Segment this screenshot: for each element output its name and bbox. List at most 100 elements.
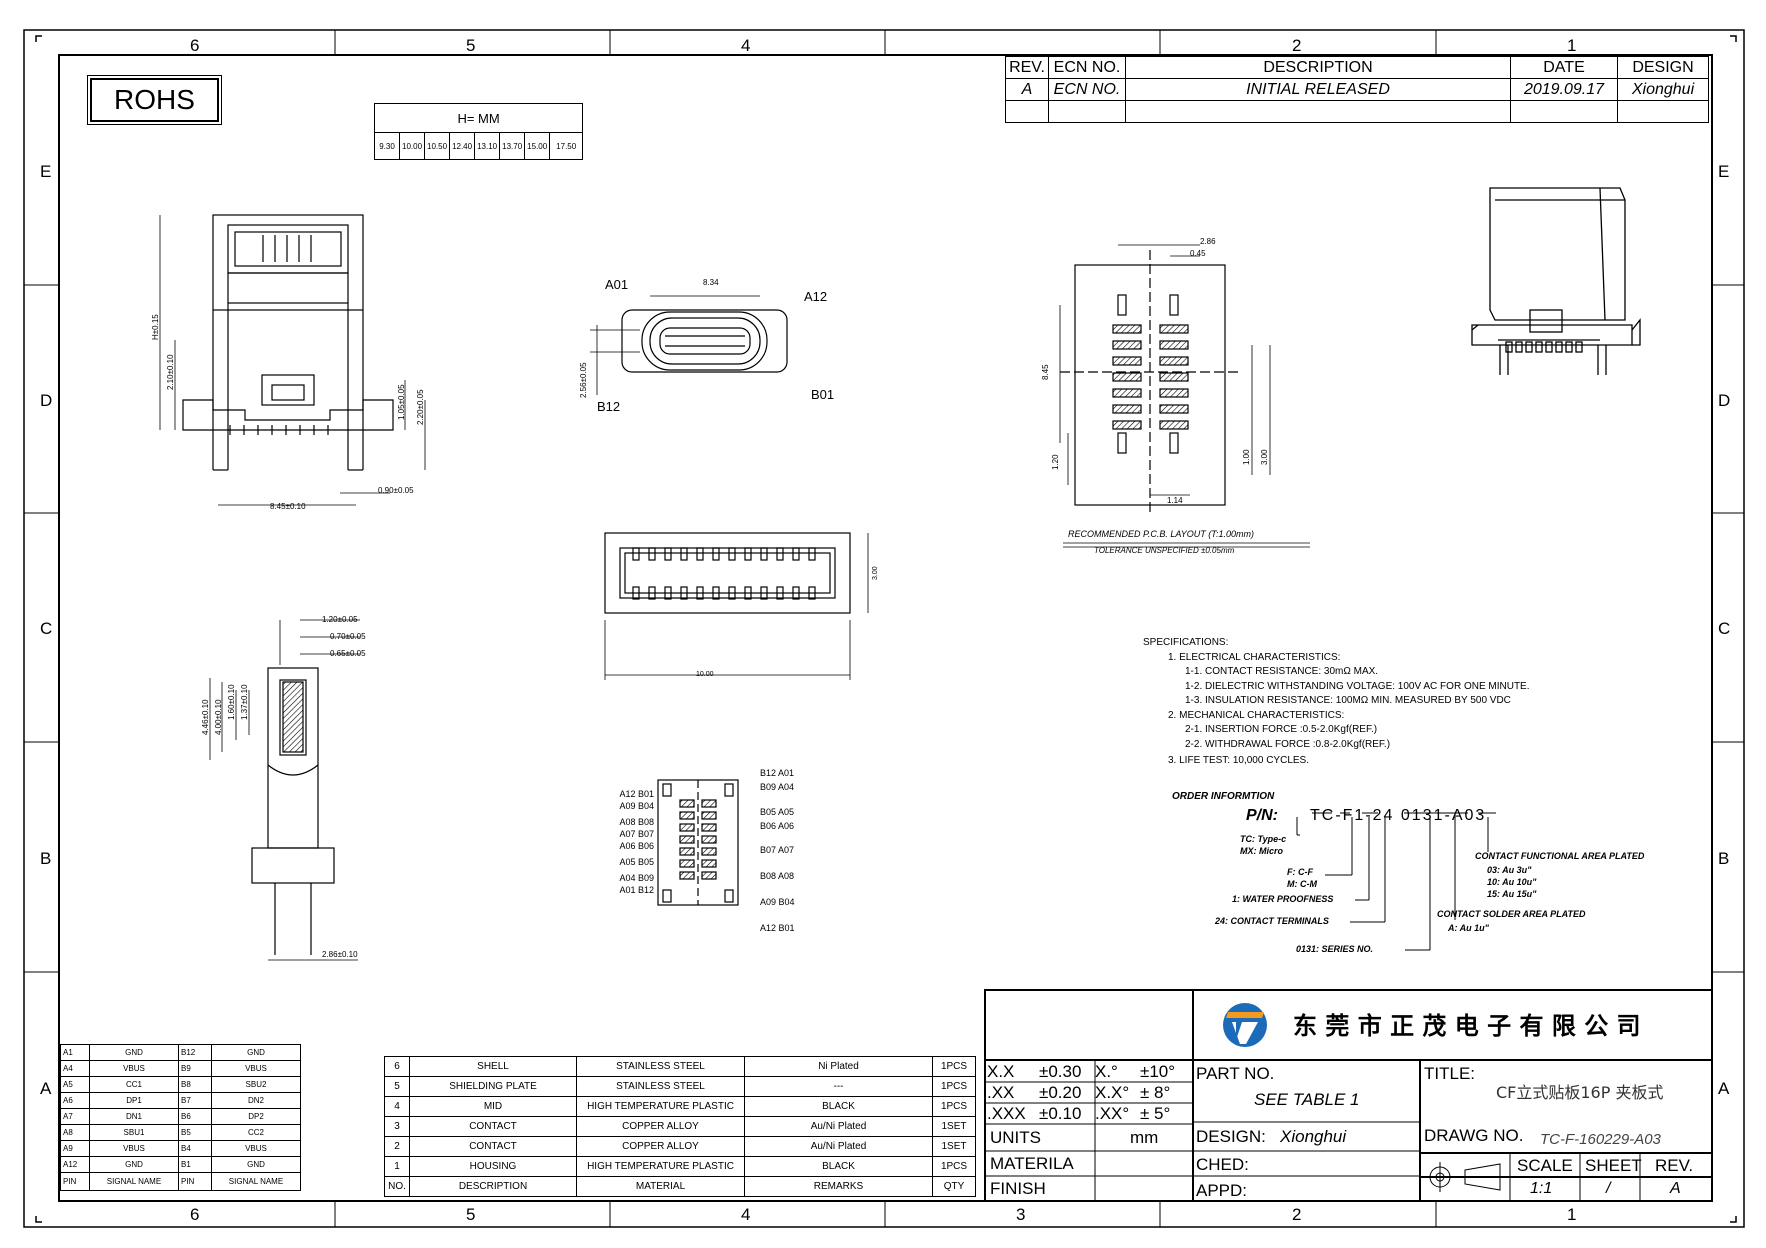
tol-angle: X.° [1095,1062,1118,1081]
dim-2-86: 2.86±0.10 [322,950,358,959]
pin-cell: B1 [178,1156,212,1173]
tol-angle-value: ±10° [1140,1062,1176,1081]
signal-footer: SIGNAL NAME [89,1172,179,1191]
pin-label: A09 B04 [760,897,795,907]
bom-qty: 1SET [932,1116,976,1137]
bom-no: 6 [384,1056,410,1077]
description-value: INITIAL RELEASED [1125,78,1511,101]
appd-label: APPD: [1196,1181,1248,1200]
pin-label: B07 A07 [760,845,795,855]
h-table-title: H= MM [373,103,584,133]
spec-line: 3. LIFE TEST: 10,000 CYCLES. [1168,755,1309,766]
h-table: H= MM 9.30 10.00 10.50 12.40 13.10 13.70… [373,103,584,160]
bom-description: SHIELDING PLATE [409,1076,577,1097]
row-label: E [1718,162,1730,181]
signal-cell: CC1 [89,1076,179,1093]
order-func-lines: 03: Au 3u" 10: Au 10u" 15: Au 15u" [1487,864,1536,900]
pin-cell: A4 [60,1060,90,1077]
order-solder-line: A: Au 1u" [1448,923,1489,933]
col-label: 6 [190,36,200,55]
order-terminals: 24: CONTACT TERMINALS [1215,916,1329,926]
bom-remarks: BLACK [744,1096,933,1117]
order-mc: M: C-M [1287,879,1317,889]
spec-line: 2-2. WITHDRAWAL FORCE :0.8-2.0Kgf(REF.) [1185,738,1391,750]
outer-border [23,29,1745,1228]
pin-cell: B9 [178,1060,212,1077]
h-value: 10.00 [398,132,426,160]
pin-diagram-left: A12 B01 A09 B04 A08 B08 A07 B07 A06 B06 … [596,788,654,896]
rev-label: REV. [1655,1156,1694,1175]
pin-label: A06 B06 [619,841,654,851]
bom-material: STAINLESS STEEL [576,1056,745,1077]
pin-label: A07 B07 [619,829,654,839]
spec-line: 2. MECHANICAL CHARACTERISTICS: [1168,709,1345,721]
row-label: A [1718,1079,1730,1098]
tol-type: .XX [987,1083,1015,1102]
pin-cell: A7 [60,1108,90,1125]
spec-title: SPECIFICATIONS: [1143,637,1229,648]
order-pn: TC-F1-24 0131-A03 [1310,807,1487,824]
bom-material: COPPER ALLOY [576,1116,745,1137]
col-label: 1 [1567,1205,1577,1224]
tol-type: .XXX [987,1104,1026,1123]
pin-label: B12 A01 [760,768,795,778]
pin-cell: A1 [60,1044,90,1061]
signal-footer: PIN [60,1172,90,1191]
rohs-badge: ROHS [87,75,222,125]
company-logo-icon [1223,1003,1267,1047]
signal-cell: DP2 [211,1108,301,1125]
spec-line: 1-1. CONTACT RESISTANCE: 30mΩ MAX. [1185,666,1379,677]
title-block-frame [984,989,1713,1202]
description-header: DESCRIPTION [1125,56,1511,79]
sheet-value: / [1606,1180,1611,1197]
finish-label: FINISH [990,1179,1046,1198]
bom-no: 4 [384,1096,410,1117]
h-value: 17.50 [549,132,584,160]
dim-8-34: 8.34 [703,278,719,287]
spec-line: 1-2. DIELECTRIC WITHSTANDING VOLTAGE: 10… [1185,680,1530,692]
tol-value: ±0.30 [1039,1062,1082,1081]
units-value: mm [1130,1128,1159,1147]
pcb-dim-8-45: 8.45 [1041,364,1050,380]
signal-cell: DP1 [89,1092,179,1109]
dim-1-60: 1.60±0.10 [227,684,236,720]
title-label: TITLE: [1424,1064,1476,1083]
pin-cell: A9 [60,1140,90,1157]
bom-material: HIGH TEMPERATURE PLASTIC [576,1096,745,1117]
dim-1-37: 1.37±0.10 [240,684,249,720]
isometric-view [1471,187,1641,375]
design-label: DESIGN: [1196,1127,1266,1146]
col-label: 6 [190,1205,200,1224]
bom-remarks: --- [744,1076,933,1097]
pcb-dim-1-14: 1.14 [1167,496,1183,505]
zone-ticks [24,30,1744,1227]
signal-cell: DN1 [89,1108,179,1125]
bom-qty: 1PCS [932,1156,976,1177]
ched-label: CHED: [1196,1155,1249,1174]
pcb-tolerance: TOLERANCE UNSPECIFIED ±0.05mm [1094,546,1235,555]
dim-4-00: 4.00±0.10 [214,699,223,735]
scale-label: SCALE [1517,1156,1573,1175]
h-value: 13.10 [474,132,501,160]
dim-h: H±0.15 [151,314,160,340]
bom-material: COPPER ALLOY [576,1136,745,1157]
pcb-dim-2-86: 2.86 [1200,237,1216,246]
order-leaders [1296,812,1496,951]
pcb-dim-0-45: 0.45 [1190,249,1206,258]
dim-0-70: 0.70±0.05 [330,632,366,641]
order-func-line: 03: Au 3u" [1487,865,1532,875]
front-view [159,214,426,506]
signal-cell: GND [89,1156,179,1173]
bom-no: 1 [384,1156,410,1177]
signal-cell: GND [211,1044,301,1061]
scale-value: 1:1 [1530,1180,1553,1197]
col-label: 2 [1292,36,1302,55]
sheet-label: SHEET [1585,1156,1642,1175]
pin-label: A12 B01 [619,789,654,799]
pcb-dim-1-20: 1.20 [1051,454,1060,470]
dim-1-05: 1.05±0.05 [397,384,406,420]
ecn-header: ECN NO. [1048,56,1126,79]
